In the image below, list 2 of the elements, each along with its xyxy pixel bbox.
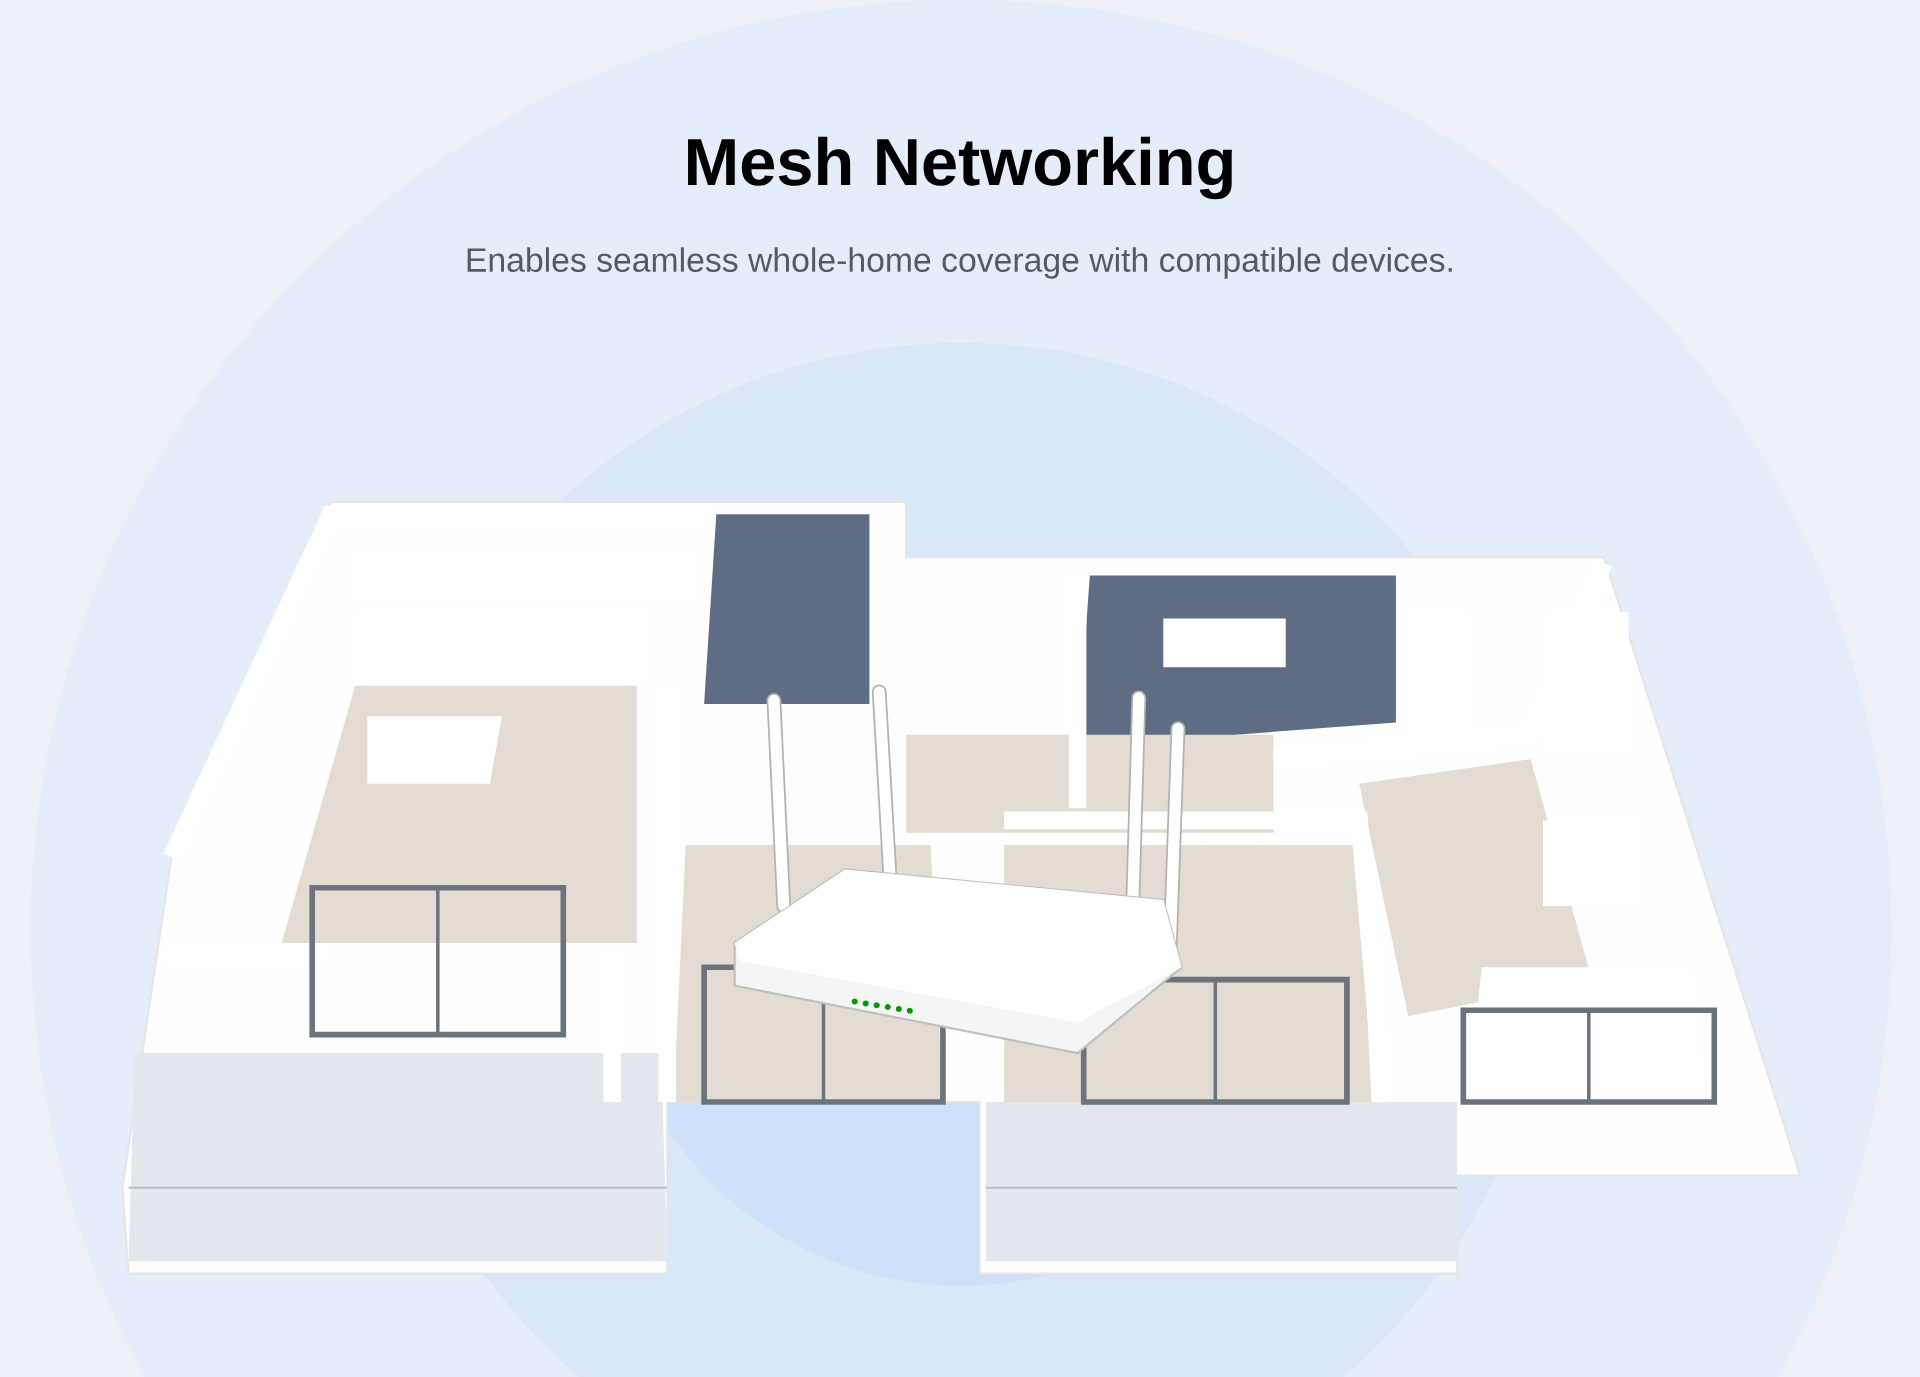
title: Mesh Networking	[688, 136, 1232, 200]
subtitle: Enables seamless whole-home coverage with compatible devices.	[467, 247, 1452, 279]
